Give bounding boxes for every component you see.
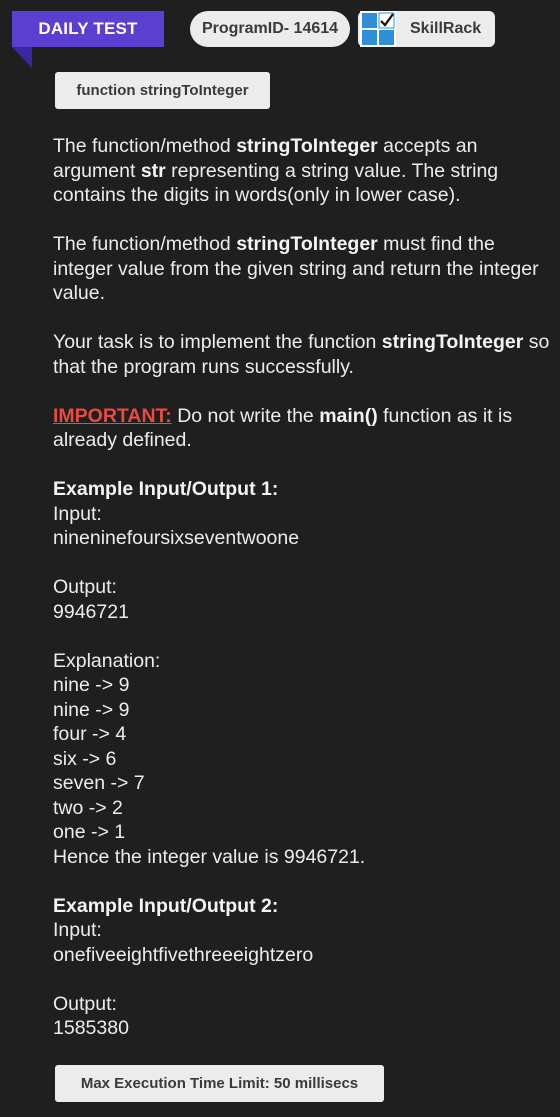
important-label: IMPORTANT: [53,404,172,427]
example-1-input-value: nineninefoursixseventwoone [53,527,300,549]
function-name-bold: stringToInteger [236,233,378,255]
example-1-input-label: Input: [53,502,102,525]
example-1-output-value: 9946721 [53,600,129,623]
skillrack-logo-icon [360,11,396,47]
important-note: IMPORTANT: Do not write the main() funct… [53,404,558,453]
time-limit-box: Max Execution Time Limit: 50 millisecs [55,1065,384,1102]
explanation-line: six -> 6 [53,747,117,770]
text: Your task is to implement the function [53,331,382,353]
skillrack-brand-pill[interactable]: SkillRack [358,11,495,47]
description-paragraph-3: Your task is to implement the function s… [53,330,558,379]
example-1-heading-text: Example Input/Output 1: [53,478,279,500]
text: Do not write the [171,404,320,427]
skillrack-label: SkillRack [410,20,482,37]
example-1-explanation-label: Explanation: [53,649,161,672]
text: accepts an argument [53,135,478,182]
text: so that the program runs successfully. [53,331,550,378]
main-function-bold: main() [319,404,378,427]
spacer [53,379,558,404]
example-1-output-label: Output: [53,576,117,598]
spacer [53,453,558,478]
example-1-heading: Example Input/Output 1: [53,477,558,502]
explanation-line: one -> 1 [53,821,126,843]
example-2-output-label: Output: [53,992,117,1015]
time-limit-label: Max Execution Time Limit: 50 millisecs [80,1075,359,1092]
example-2-heading-text: Example Input/Output 2: [53,894,279,917]
text: representing a string value. The string … [53,159,499,207]
explanation-line: nine -> 9 [53,674,130,696]
function-name-box: function stringToInteger [55,72,270,109]
description-paragraph-2: The function/method stringToInteger must… [53,232,558,306]
spacer [53,551,558,576]
argument-name-bold: str [140,159,166,182]
function-name-label: function stringToInteger [76,82,249,99]
example-2-heading: Example Input/Output 2: [53,894,558,919]
function-name-bold: stringToInteger [381,331,524,353]
spacer [53,869,558,894]
explanation-line: four -> 4 [53,723,127,745]
daily-test-label: DAILY TEST [38,19,138,38]
daily-test-badge: DAILY TEST [12,11,164,47]
program-id-pill: ProgramID- 14614 [190,11,350,47]
spacer [53,306,558,331]
example-1-conclusion: Hence the integer value is 9946721. [53,845,366,868]
spacer [53,624,558,649]
spacer [53,967,558,992]
program-id-label: ProgramID- 14614 [201,20,339,37]
example-2-input-value: onefiveeightfivethreeeightzero [53,943,314,966]
badge-ribbon-fold [12,47,32,68]
explanation-line: two -> 2 [53,796,123,819]
text: The function/method [53,135,237,157]
text: must find the integer value from the giv… [53,233,539,304]
spacer [53,208,558,233]
description-paragraph-1: The function/method stringToInteger acce… [53,134,558,208]
explanation-line: seven -> 7 [53,772,145,794]
example-2-output-value: 1585380 [53,1017,129,1039]
function-name-bold: stringToInteger [236,135,378,157]
problem-description: The function/method stringToInteger acce… [53,134,558,1041]
text: The function/method [53,233,237,255]
text: function as it is already defined. [53,404,513,452]
explanation-line: nine -> 9 [53,698,130,721]
example-2-input-label: Input: [53,919,102,941]
